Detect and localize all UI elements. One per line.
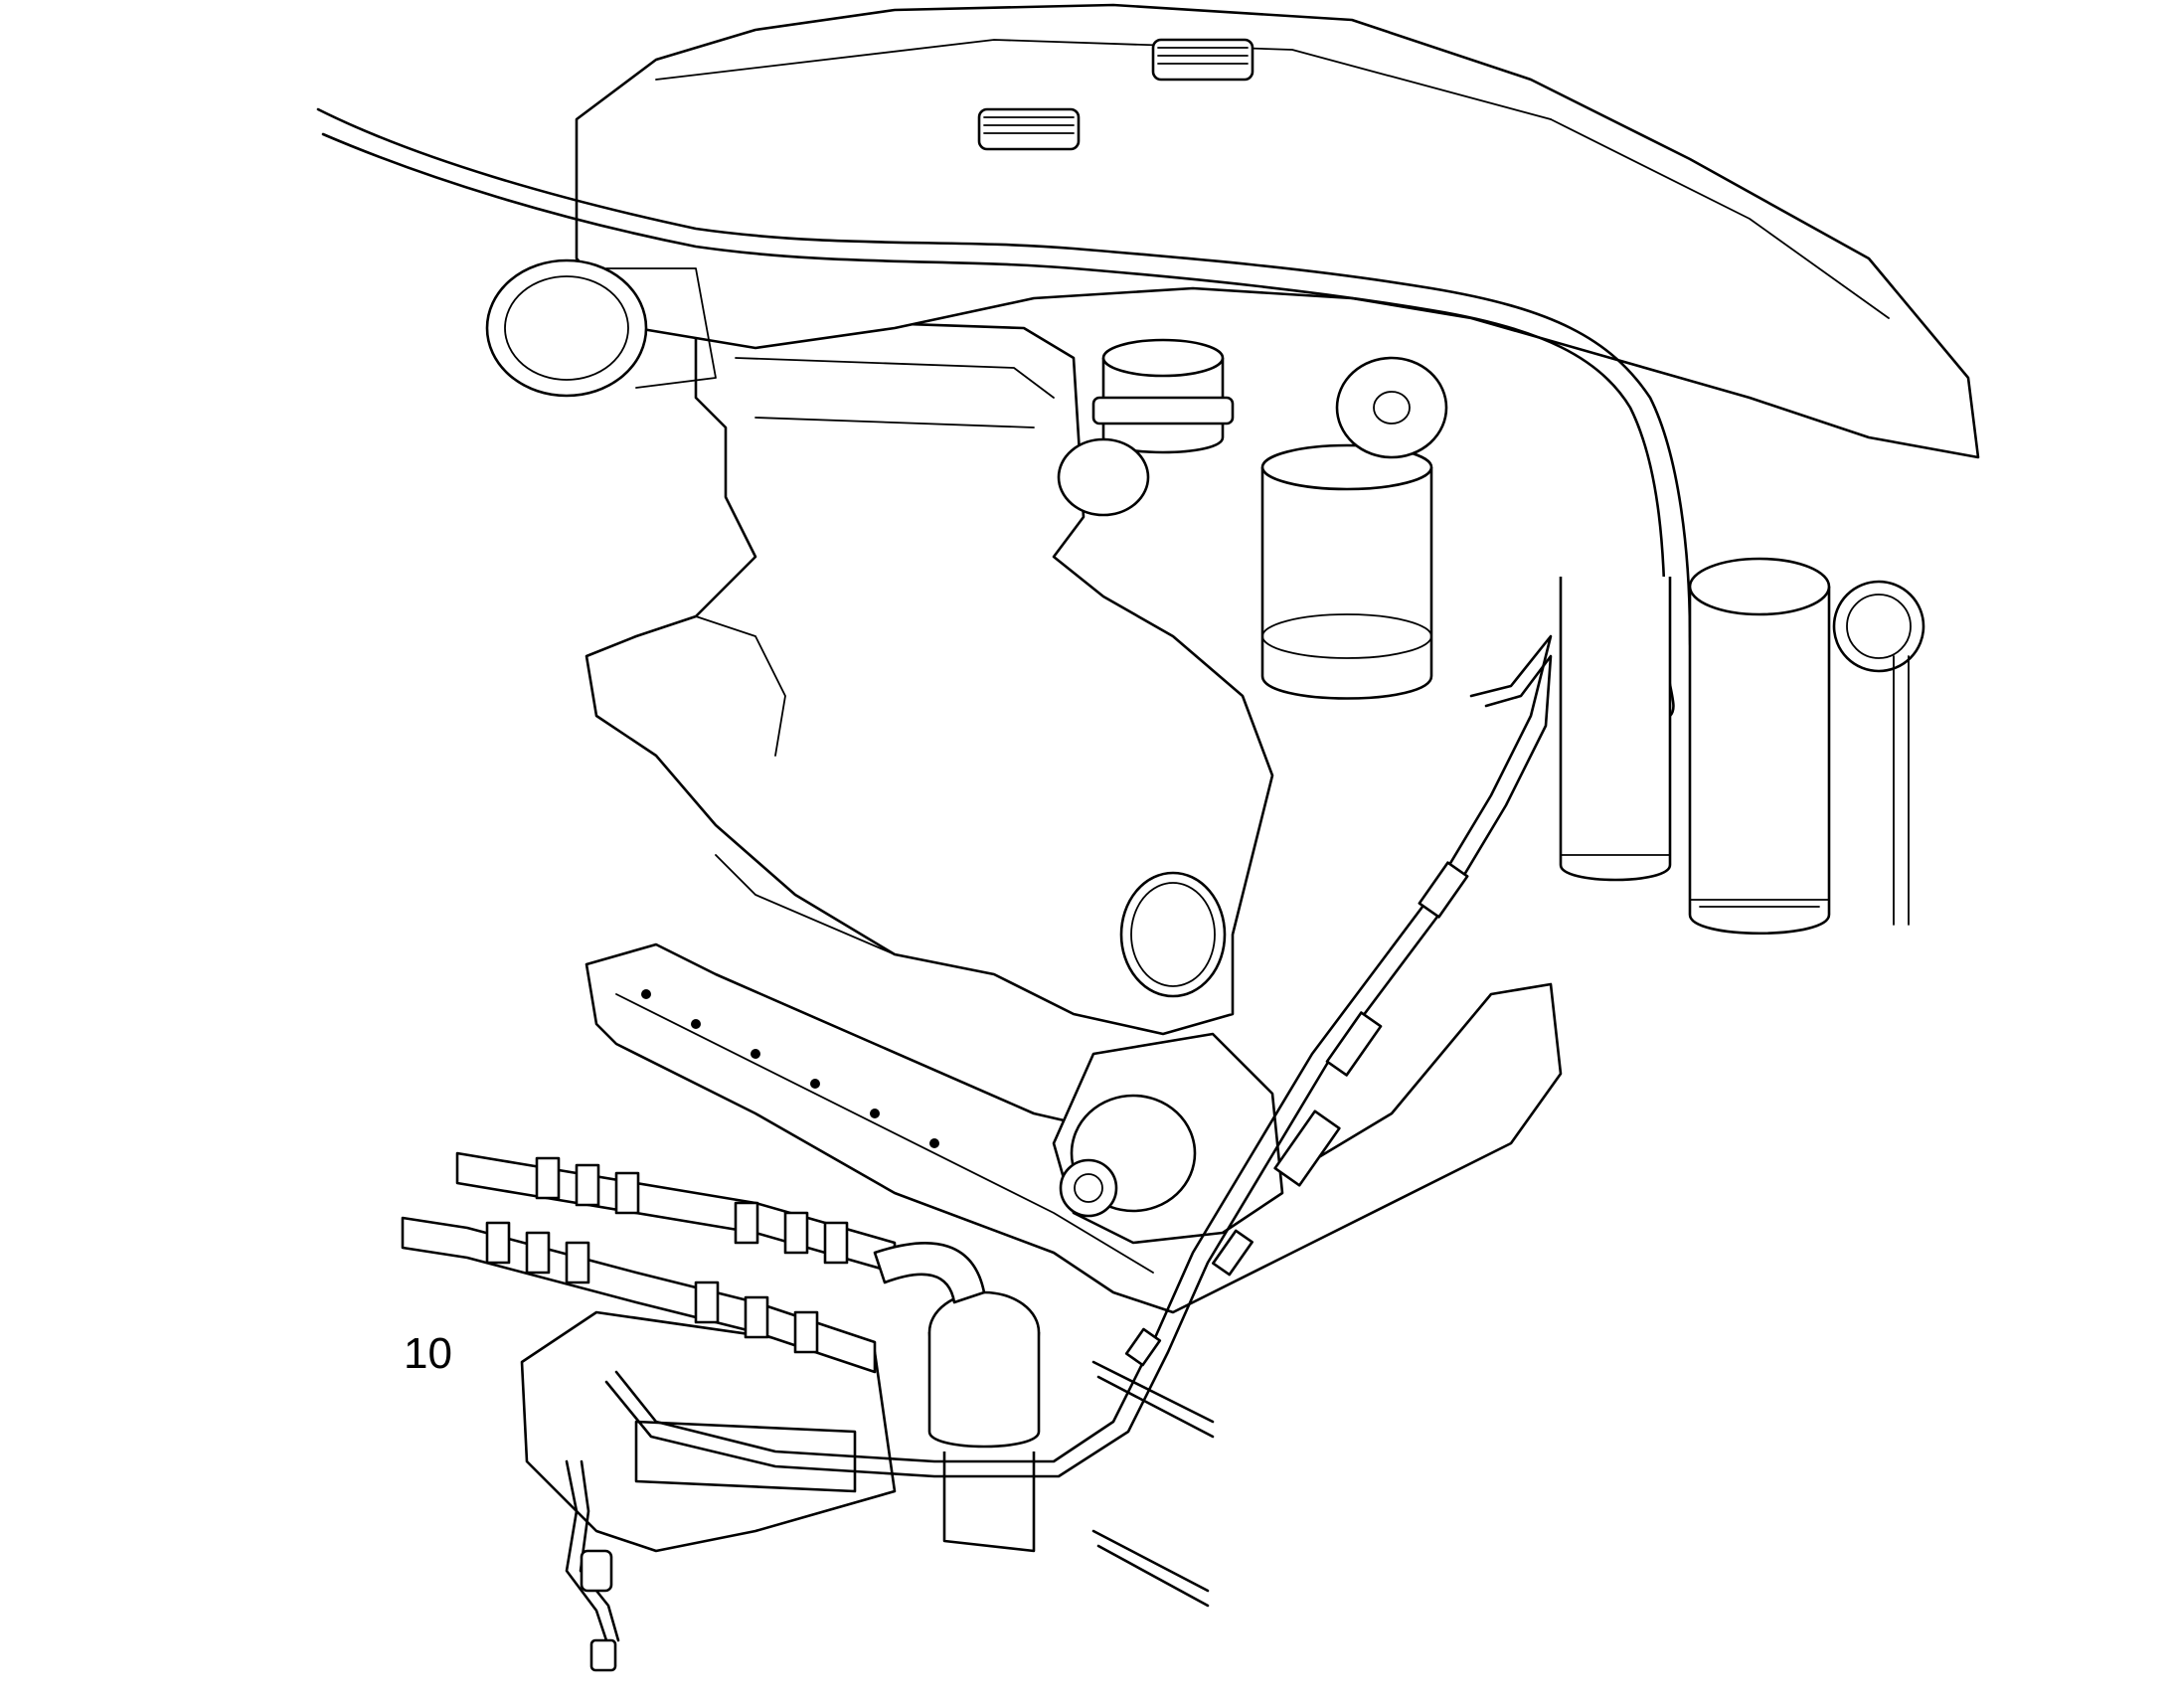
cylinder-head [575, 3, 1980, 459]
mounting-rods [1091, 1360, 1215, 1608]
heater-pipes [401, 1151, 986, 1374]
starter-motor [1052, 1032, 1284, 1245]
pigtail-connector [565, 1459, 620, 1672]
fuel-filter [1260, 356, 1448, 700]
pressure-gauge [1832, 580, 1925, 926]
engine-block [585, 316, 1274, 1036]
top-harness-hose [316, 107, 1705, 718]
right-oil-filters [1559, 557, 1831, 936]
upper-filter-housing [1057, 338, 1235, 517]
flywheel-port [1119, 871, 1227, 998]
heater-wiring [604, 634, 1553, 1478]
callout-label-10: 10 [404, 1329, 452, 1378]
left-pulley [485, 258, 717, 398]
